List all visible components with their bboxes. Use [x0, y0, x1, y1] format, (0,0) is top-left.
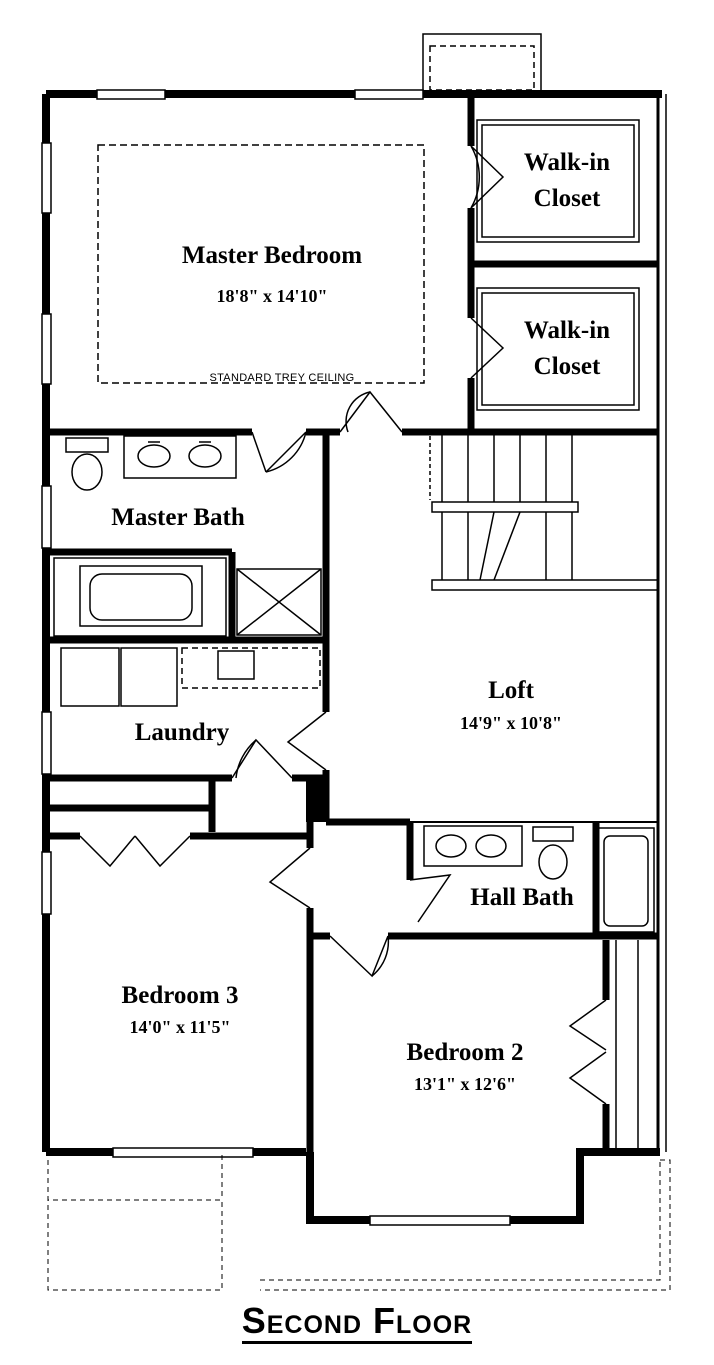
hall-bath-fixtures — [423, 825, 655, 933]
trey-ceiling-note: STANDARD TREY CEILING — [209, 372, 354, 384]
patio-outline — [47, 1152, 671, 1291]
master-bedroom-dims: 18'8" x 14'10" — [217, 286, 328, 306]
bedroom-3-name: Bedroom 3 — [122, 982, 239, 1009]
closet-shelving — [476, 119, 640, 411]
interior-walls — [46, 94, 658, 1152]
master-bath-fixtures — [53, 435, 322, 637]
hall-bath-name: Hall Bath — [470, 884, 574, 911]
bedroom-3-dims: 14'0" x 11'5" — [130, 1017, 231, 1037]
laundry-fixtures — [60, 647, 321, 707]
floor-title: Second Floor — [0, 1300, 714, 1344]
bedroom-2-name: Bedroom 2 — [407, 1039, 524, 1066]
walk-in-closet-1-line2: Closet — [534, 185, 601, 212]
laundry-name: Laundry — [135, 719, 230, 746]
walk-in-closet-2-line1: Walk-in — [524, 317, 610, 344]
trey-ceiling-outline — [97, 144, 425, 384]
floor-title-text: Second Floor — [241, 1300, 473, 1344]
doors — [79, 145, 607, 1105]
bedroom-2-dims: 13'1" x 12'6" — [414, 1074, 516, 1094]
walk-in-closet-2-line2: Closet — [534, 353, 601, 380]
loft-name: Loft — [488, 677, 535, 704]
master-bedroom-name: Master Bedroom — [182, 242, 362, 269]
walk-in-closet-1-line1: Walk-in — [524, 149, 610, 176]
master-bath-name: Master Bath — [111, 504, 245, 531]
windows — [41, 89, 511, 1226]
staircase — [429, 432, 659, 591]
top-bumpout — [422, 33, 542, 95]
loft-dims: 14'9" x 10'8" — [460, 713, 562, 733]
